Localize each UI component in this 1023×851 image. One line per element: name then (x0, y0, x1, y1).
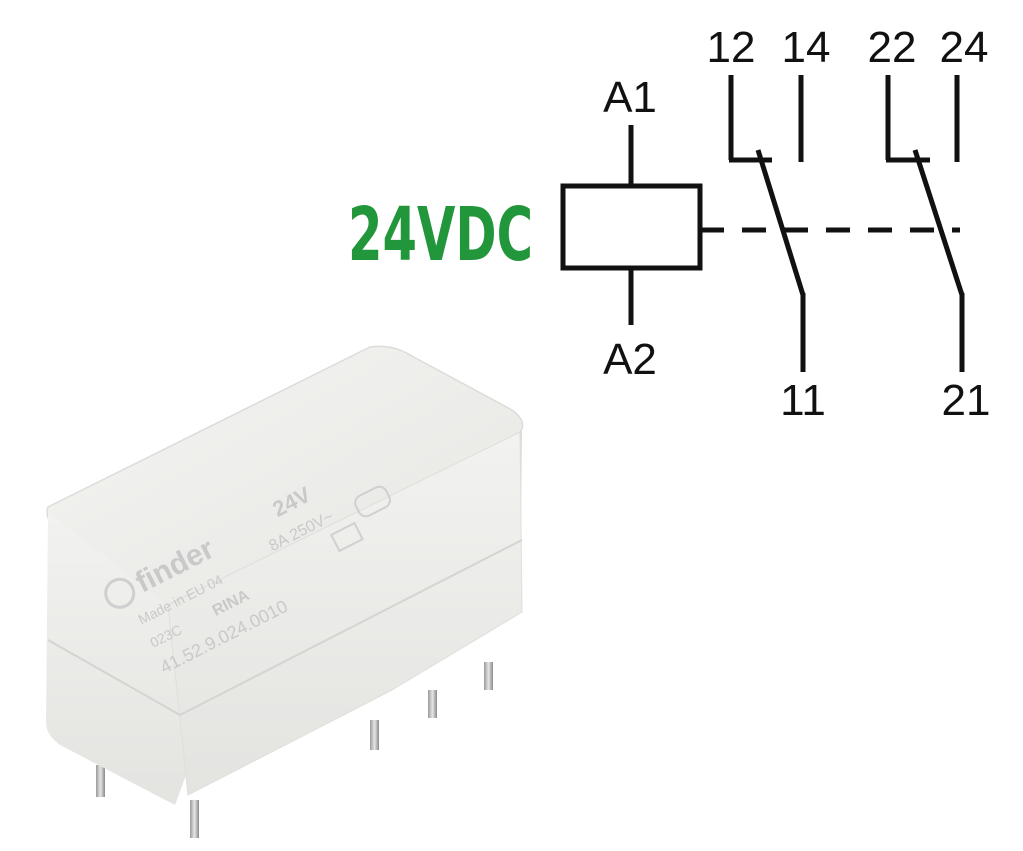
relay-schematic: A1 A2 12 14 22 24 11 21 24VDC (348, 23, 990, 425)
relay-pin (484, 662, 493, 690)
relay-pin (96, 765, 105, 797)
certification-mark-icon (329, 521, 364, 553)
relay-pin (370, 720, 379, 750)
finder-logo-icon (104, 577, 136, 609)
relay-pins (96, 662, 493, 838)
relay-photo: finder 24V Made in EU 04 8A 250V~ 023C R… (46, 345, 524, 838)
label-21: 21 (942, 376, 991, 425)
relay-pin (190, 800, 199, 838)
contact-set-1 (728, 75, 806, 372)
contact-set-2 (885, 75, 965, 372)
coil-voltage-label: 24VDC (348, 192, 533, 278)
label-24: 24 (940, 23, 989, 72)
label-a2: A2 (603, 335, 657, 384)
relay-front-long-face (167, 431, 523, 796)
relay-pin (428, 690, 437, 718)
label-22: 22 (868, 23, 917, 72)
label-11: 11 (780, 376, 826, 425)
contact-2-blade (912, 149, 965, 296)
relay-front-face (46, 512, 188, 805)
coil-symbol (560, 183, 703, 271)
relay-mold-line (47, 539, 523, 717)
contact-1-blade (755, 149, 806, 296)
ul-mark-icon (354, 485, 391, 518)
label-14: 14 (782, 23, 831, 72)
label-12: 12 (707, 23, 756, 72)
label-a1: A1 (603, 73, 657, 122)
